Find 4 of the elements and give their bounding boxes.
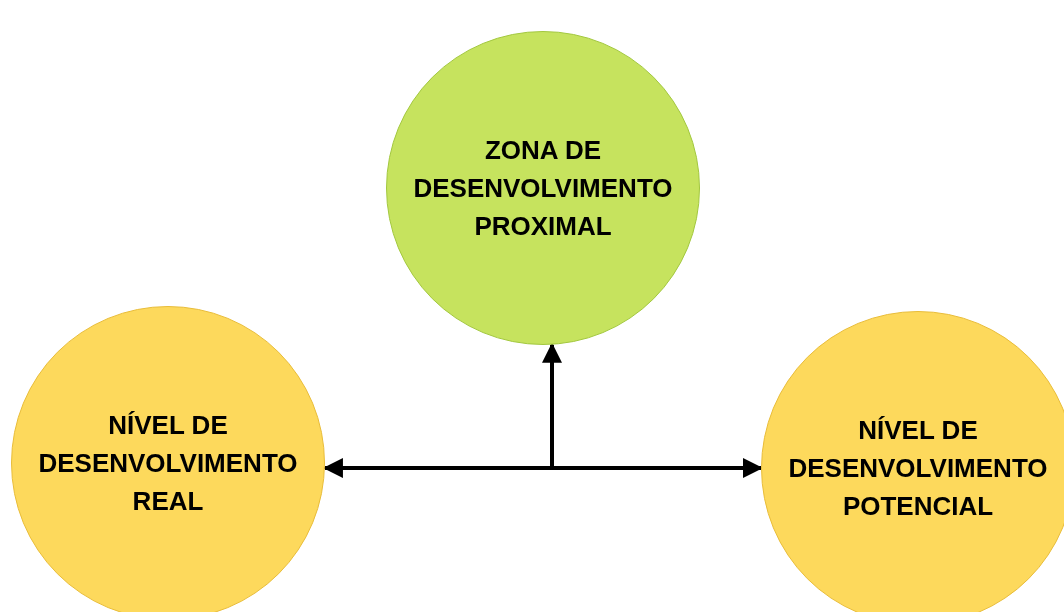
node-label: NÍVEL DE DESENVOLVIMENTO REAL <box>37 409 299 518</box>
arrow <box>542 342 562 468</box>
node-label: NÍVEL DE DESENVOLVIMENTO POTENCIAL <box>787 414 1049 523</box>
node-label: ZONA DE DESENVOLVIMENTO PROXIMAL <box>412 134 674 243</box>
